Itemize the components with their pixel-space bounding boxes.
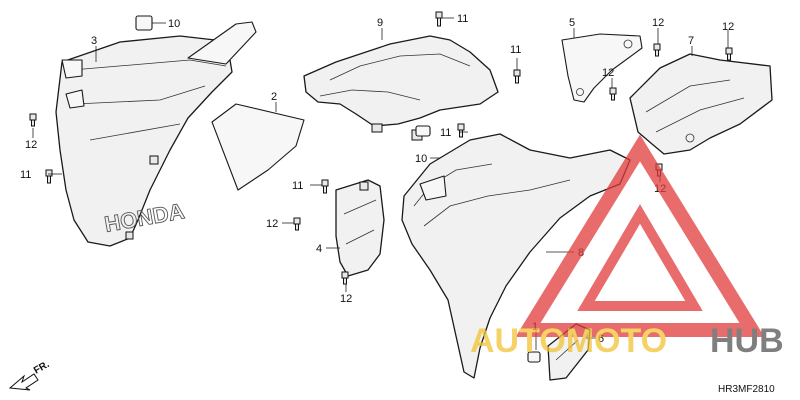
diagram-code: HR3MF2810 (718, 384, 775, 395)
bolt-11-mid (321, 179, 329, 194)
part-10-grommet-center (415, 125, 431, 137)
part-3-left-side-cover: HONDA (55, 21, 257, 247)
screw-12-top-right-b (725, 47, 733, 61)
callout-11-mid: 11 (292, 180, 303, 192)
part-5-plate (561, 33, 643, 103)
screw-12-left (29, 113, 37, 127)
bolt-11-center (457, 123, 465, 138)
watermark-text-right: HUB (710, 322, 784, 360)
callout-4: 4 (316, 243, 322, 255)
callout-12-mid: 12 (266, 218, 278, 230)
part-10-grommet-left (135, 15, 153, 31)
bolt-11-right-of-9 (513, 69, 521, 84)
leader-lines (32, 17, 729, 350)
callout-5: 5 (569, 17, 575, 29)
part-7-right-panel (629, 53, 773, 155)
front-direction-marker: FR. (8, 359, 52, 391)
callout-6: 6 (598, 333, 604, 345)
part-9-center-cover (303, 35, 499, 133)
screw-12-plate-5 (609, 87, 617, 101)
callout-10-left: 10 (168, 18, 180, 30)
part-4-bracket (335, 179, 385, 277)
callout-7: 7 (688, 35, 694, 47)
callout-11-top: 11 (457, 13, 468, 25)
callout-12-top-right-b: 12 (722, 21, 734, 33)
watermark-triangle-icon (515, 134, 765, 337)
callout-12-bottom: 12 (340, 293, 352, 305)
callout-11-right: 11 (510, 44, 521, 56)
screw-12-bottom-4 (341, 271, 349, 285)
watermark-text-left: AUTOMOTO (470, 322, 667, 360)
callout-12-top-right-a: 12 (652, 17, 664, 29)
part-2-panel (211, 103, 305, 191)
callout-12-plate: 12 (602, 67, 614, 79)
bolt-11-top-center (435, 11, 443, 27)
callout-12-left: 12 (25, 139, 37, 151)
front-arrow-icon (8, 373, 39, 391)
front-marker-label: FR. (32, 359, 52, 377)
callout-11-left: 11 (20, 169, 31, 181)
bolt-11-left (45, 169, 53, 184)
callout-2: 2 (271, 91, 277, 103)
callout-3: 3 (91, 35, 97, 47)
part-1-grommet (527, 351, 541, 363)
callout-10-center: 10 (415, 153, 427, 165)
screw-12-top-right-a (653, 43, 661, 57)
watermark-logo: AUTOMOTO HUB (470, 134, 784, 360)
screw-12-mid (293, 217, 301, 231)
callout-9: 9 (377, 17, 383, 29)
callout-11-center: 11 (440, 127, 451, 139)
